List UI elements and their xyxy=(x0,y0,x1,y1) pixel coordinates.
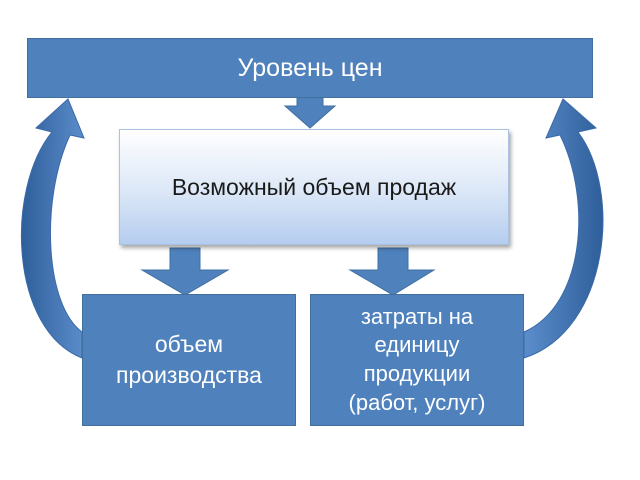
production-volume-text: объем производства xyxy=(116,329,262,391)
production-volume-line-2: производства xyxy=(116,362,262,388)
unit-cost-text: затраты на единицу продукции (работ, усл… xyxy=(349,303,486,417)
down-arrow-left-icon xyxy=(140,247,230,296)
unit-cost-box: затраты на единицу продукции (работ, усл… xyxy=(310,294,524,426)
production-volume-line-1: объем xyxy=(154,330,224,357)
price-level-box: Уровень цен xyxy=(27,38,593,98)
curved-arrow-right-icon xyxy=(523,98,604,359)
possible-sales-volume-label: Возможный объем продаж xyxy=(171,173,457,200)
unit-cost-line-4: (работ, услуг) xyxy=(348,389,486,415)
unit-cost-line-2: единицу xyxy=(374,332,460,358)
production-volume-box: объем производства xyxy=(82,294,296,426)
down-arrow-right-icon xyxy=(348,247,436,296)
unit-cost-line-1: затраты на xyxy=(360,303,474,329)
price-level-label: Уровень цен xyxy=(237,53,383,82)
curved-arrow-left-icon xyxy=(20,98,85,359)
down-arrow-top-icon xyxy=(283,95,337,129)
unit-cost-line-3: продукции xyxy=(363,361,471,386)
possible-sales-volume-box: Возможный объем продаж xyxy=(119,129,509,245)
